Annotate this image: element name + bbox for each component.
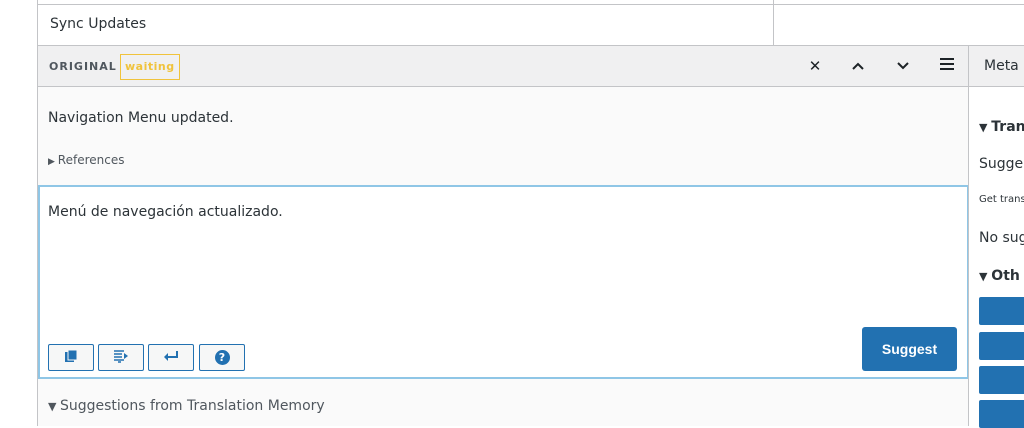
- chevron-down-icon[interactable]: [893, 57, 913, 75]
- other-button[interactable]: [979, 366, 1024, 394]
- triangle-down-icon: ▼: [48, 400, 60, 413]
- other-button[interactable]: [979, 297, 1024, 325]
- triangle-down-icon: ▼: [979, 270, 992, 283]
- close-icon[interactable]: ✕: [808, 57, 822, 75]
- status-badge: waiting: [120, 54, 180, 80]
- meta-panel: [968, 46, 1024, 426]
- tab-meta[interactable]: Meta: [984, 58, 1019, 74]
- references-toggle[interactable]: ▶ References: [48, 153, 124, 167]
- section-other[interactable]: ▼ Oth: [979, 268, 1020, 284]
- other-button[interactable]: [979, 400, 1024, 428]
- menu-icon[interactable]: [937, 57, 957, 75]
- triangle-right-icon: ▶: [48, 157, 58, 167]
- translation-value[interactable]: Menú de navegación actualizado.: [48, 204, 283, 220]
- triangle-down-icon: ▼: [979, 121, 992, 134]
- tm-suggestions-toggle[interactable]: ▼ Suggestions from Translation Memory: [48, 398, 325, 414]
- original-label: ORIGINAL: [49, 60, 117, 73]
- insert-tab-button[interactable]: [98, 344, 144, 371]
- section-label: Oth: [991, 268, 1020, 284]
- copy-original-button[interactable]: [48, 344, 94, 371]
- section-label: Tran: [991, 119, 1024, 135]
- other-button[interactable]: [979, 332, 1024, 360]
- help-icon: ?: [214, 350, 230, 365]
- insert-tab-icon: [113, 349, 129, 367]
- original-text: Navigation Menu updated.: [48, 110, 234, 126]
- newline-icon: [163, 350, 179, 366]
- no-suggestions-text: No sug: [979, 230, 1024, 246]
- sync-updates-label: Sync Updates: [50, 16, 147, 32]
- table-row-top: [37, 0, 1024, 5]
- meta-tab-bar: [968, 46, 1024, 87]
- copy-icon: [64, 349, 78, 367]
- divider: [773, 0, 774, 46]
- table-row-sync: [37, 5, 1024, 46]
- chevron-up-icon[interactable]: [848, 57, 868, 75]
- editor-header: [37, 46, 968, 87]
- suggest-text: Sugge: [979, 156, 1024, 172]
- suggest-button[interactable]: Suggest: [862, 327, 957, 371]
- get-translations-link[interactable]: Get trans: [979, 194, 1024, 205]
- newline-button[interactable]: [148, 344, 194, 371]
- references-label: References: [57, 153, 125, 167]
- help-button[interactable]: ?: [199, 344, 245, 371]
- tm-label: Suggestions from Translation Memory: [59, 398, 325, 414]
- section-translation[interactable]: ▼ Tran: [979, 119, 1024, 135]
